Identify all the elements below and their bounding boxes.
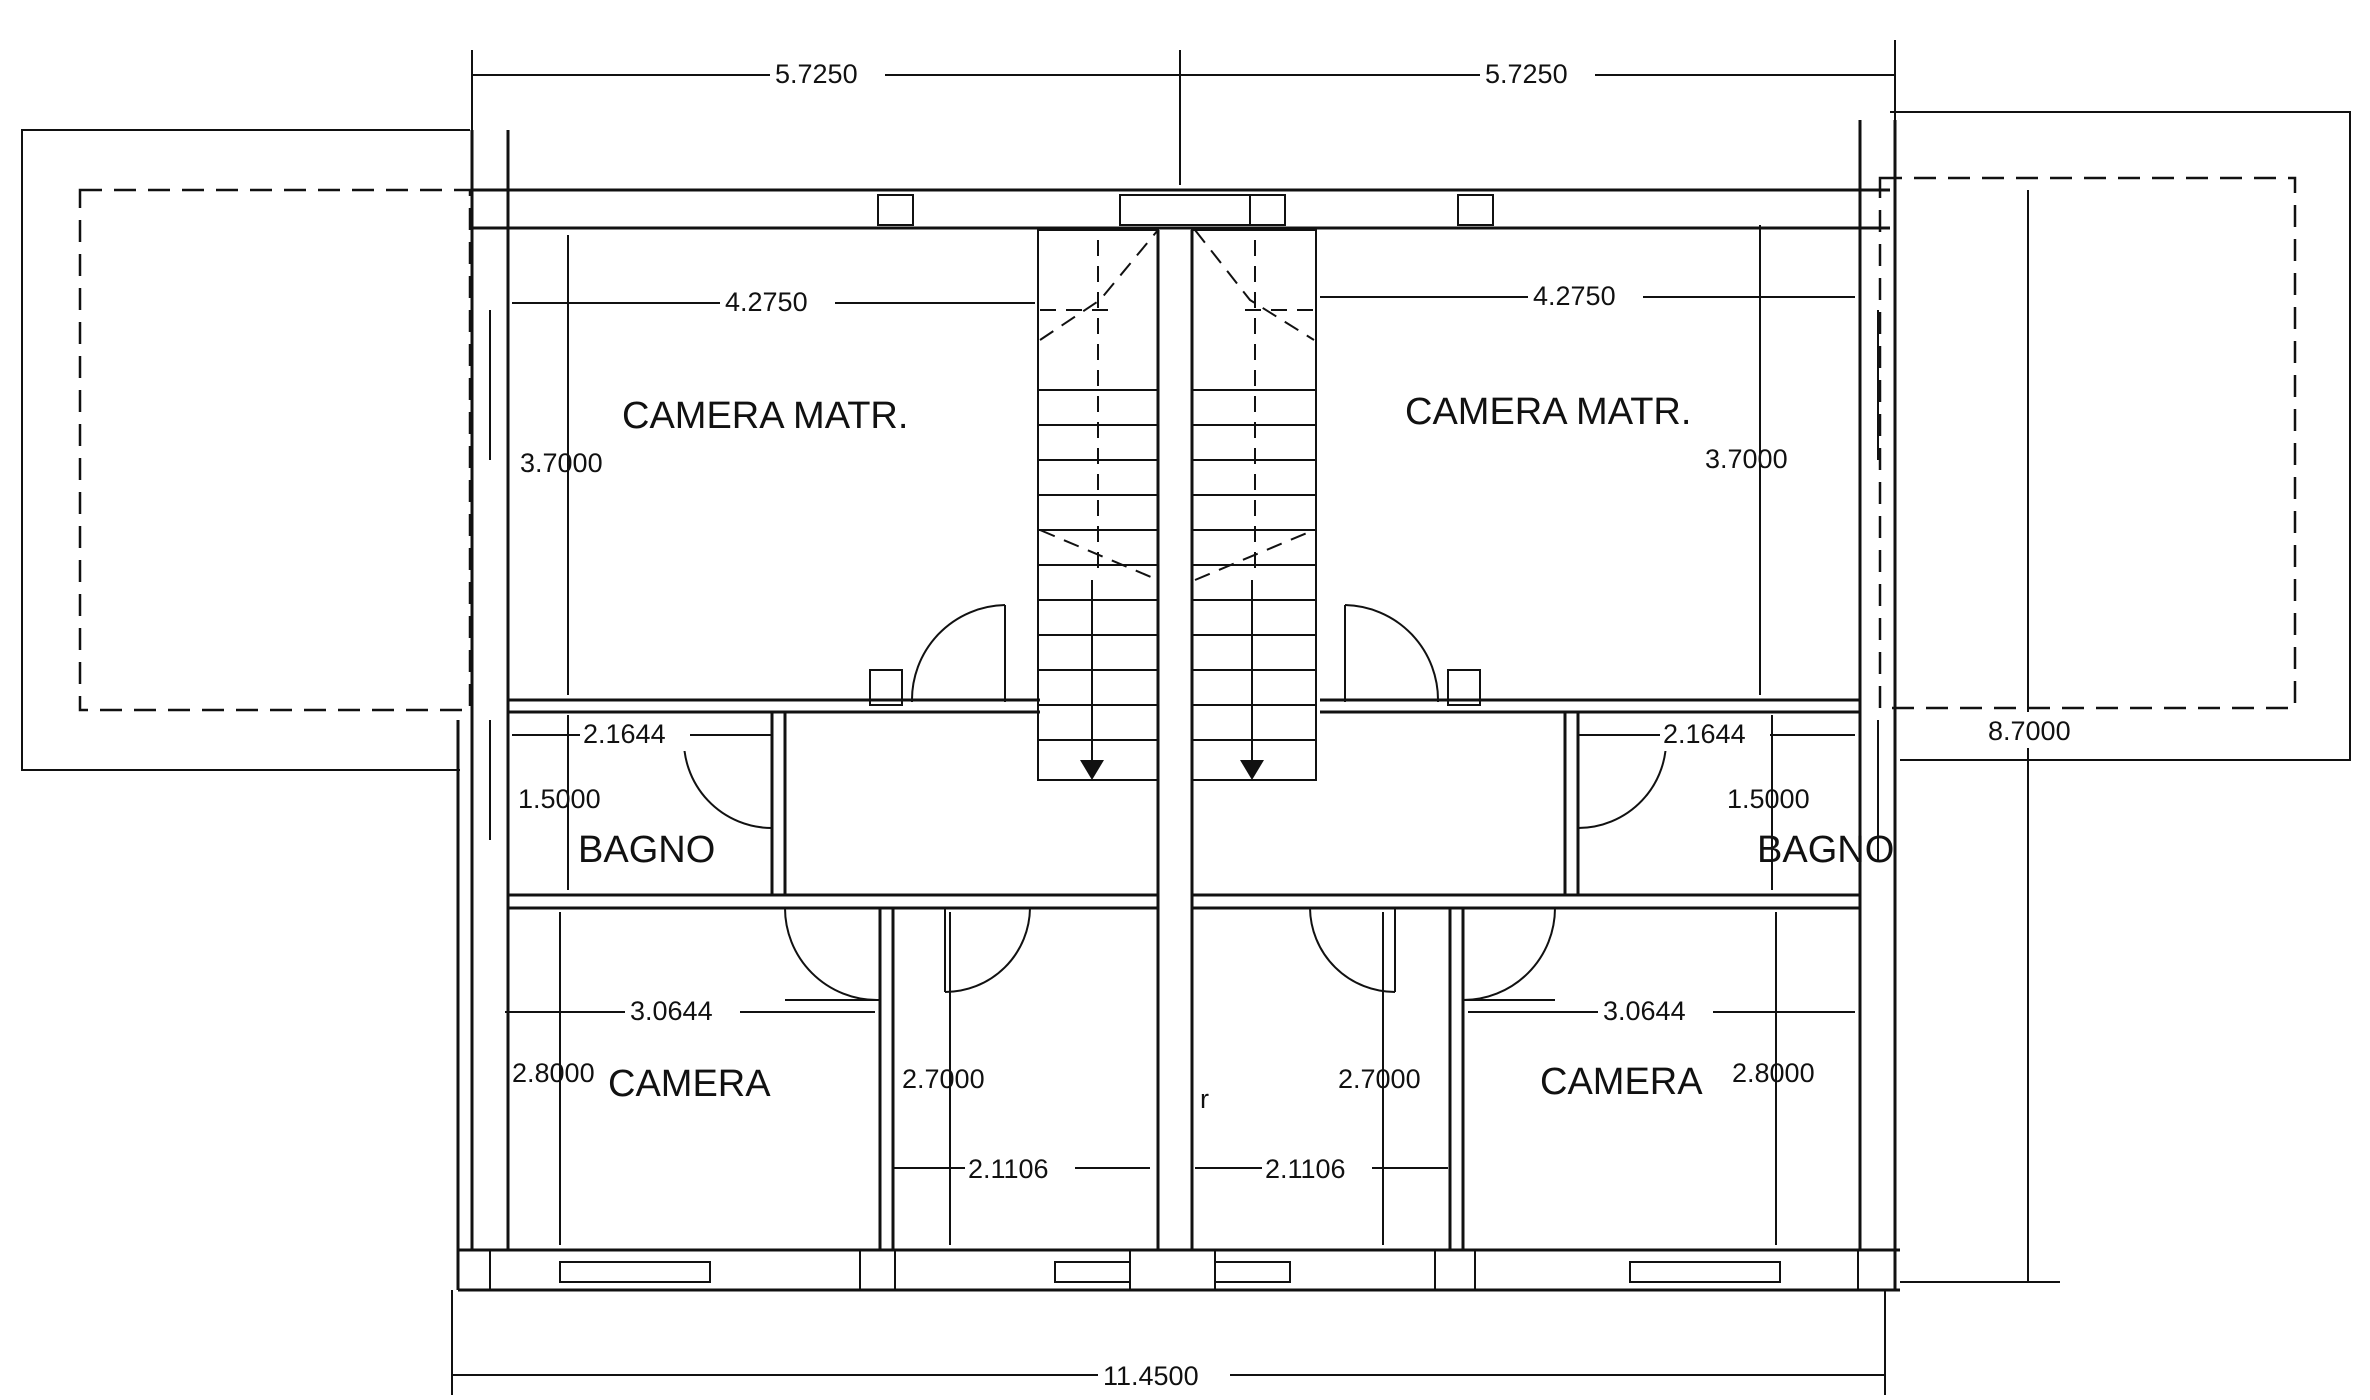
dim-hall-depth-right: 2.7000 xyxy=(1338,1064,1421,1094)
dim-master-depth-left: 3.7000 xyxy=(520,448,603,478)
dim-master-width-left: 4.2750 xyxy=(725,287,808,317)
dim-bath-depth-left: 1.5000 xyxy=(518,784,601,814)
dim-master-width-right: 4.2750 xyxy=(1533,281,1616,311)
dim-hall-width-left: 2.1106 xyxy=(968,1154,1049,1184)
dim-bedroom-width-right: 3.0644 xyxy=(1603,996,1686,1026)
dim-bath-depth-right: 1.5000 xyxy=(1727,784,1810,814)
interior-walls xyxy=(508,230,1860,1250)
dim-master-depth-right: 3.7000 xyxy=(1705,444,1788,474)
dim-overall-width: 11.4500 xyxy=(1103,1361,1199,1391)
dim-bath-width-right: 2.1644 xyxy=(1663,719,1746,749)
dim-top-right: 5.7250 xyxy=(1485,59,1568,89)
dim-bedroom-depth-right: 2.8000 xyxy=(1732,1058,1815,1088)
dim-overall-depth: 8.7000 xyxy=(1988,716,2071,746)
staircase-left xyxy=(1037,229,1159,781)
room-label-bathroom-left: BAGNO xyxy=(578,829,715,871)
room-label-master-bedroom-right: CAMERA MATR. xyxy=(1405,391,1691,433)
dim-hall-depth-left: 2.7000 xyxy=(902,1064,985,1094)
balcony-right xyxy=(1878,111,2351,761)
room-label-bedroom-left: CAMERA xyxy=(608,1063,771,1105)
dim-bedroom-width-left: 3.0644 xyxy=(630,996,713,1026)
balcony-left xyxy=(21,129,472,771)
dim-bedroom-depth-left: 2.8000 xyxy=(512,1058,595,1088)
exterior-walls xyxy=(456,120,1900,1292)
dim-bath-width-left: 2.1644 xyxy=(583,719,666,749)
doors xyxy=(682,604,1668,1001)
dim-top-left: 5.7250 xyxy=(775,59,858,89)
corridor-mark: r xyxy=(1200,1084,1209,1114)
dimension-labels: 5.7250 5.7250 4.2750 4.2750 3.7000 3.700… xyxy=(512,55,2100,1393)
room-label-bathroom-right: BAGNO xyxy=(1757,829,1894,871)
room-label-master-bedroom-left: CAMERA MATR. xyxy=(622,395,908,437)
room-label-bedroom-right: CAMERA xyxy=(1540,1061,1703,1103)
dim-hall-width-right: 2.1106 xyxy=(1265,1154,1346,1184)
staircase-right xyxy=(1191,229,1317,781)
